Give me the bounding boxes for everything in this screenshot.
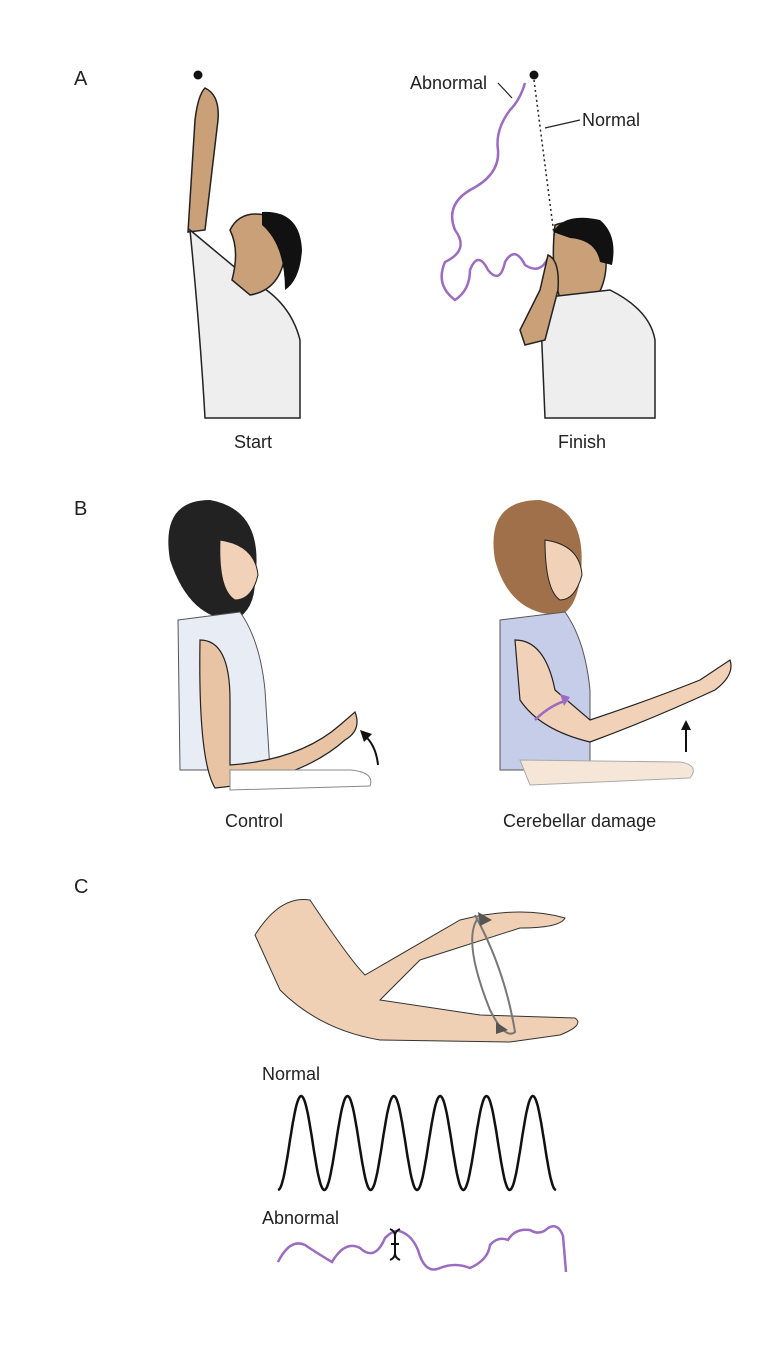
figure-alternating-arm	[254, 898, 579, 1043]
normal-trace-label: Normal	[262, 1064, 321, 1084]
finish-caption: Finish	[558, 432, 607, 452]
abnormal-path	[440, 82, 550, 302]
start-caption: Start	[234, 432, 273, 452]
target-dot	[193, 70, 203, 80]
figure-control	[168, 500, 379, 791]
panel-b-letter: B	[74, 498, 88, 520]
abnormal-path-label: Abnormal	[410, 73, 488, 93]
cerebellar-damage-caption: Cerebellar damage	[503, 811, 657, 831]
control-caption: Control	[225, 811, 284, 831]
abnormal-trace-label: Abnormal	[262, 1208, 340, 1228]
figure-start-pointing-up	[187, 70, 302, 419]
panel-c-letter: C	[74, 876, 89, 898]
panel-a-letter: A	[74, 68, 88, 90]
figure-cerebellar-damage	[493, 500, 732, 786]
text-cursor-icon	[389, 1228, 401, 1261]
target-dot	[529, 70, 539, 80]
normal-path	[533, 79, 557, 251]
normal-trace	[277, 1094, 557, 1192]
figure-finish-touching-nose	[440, 70, 656, 419]
normal-path-label: Normal	[582, 110, 641, 130]
abnormal-trace	[276, 1225, 568, 1273]
